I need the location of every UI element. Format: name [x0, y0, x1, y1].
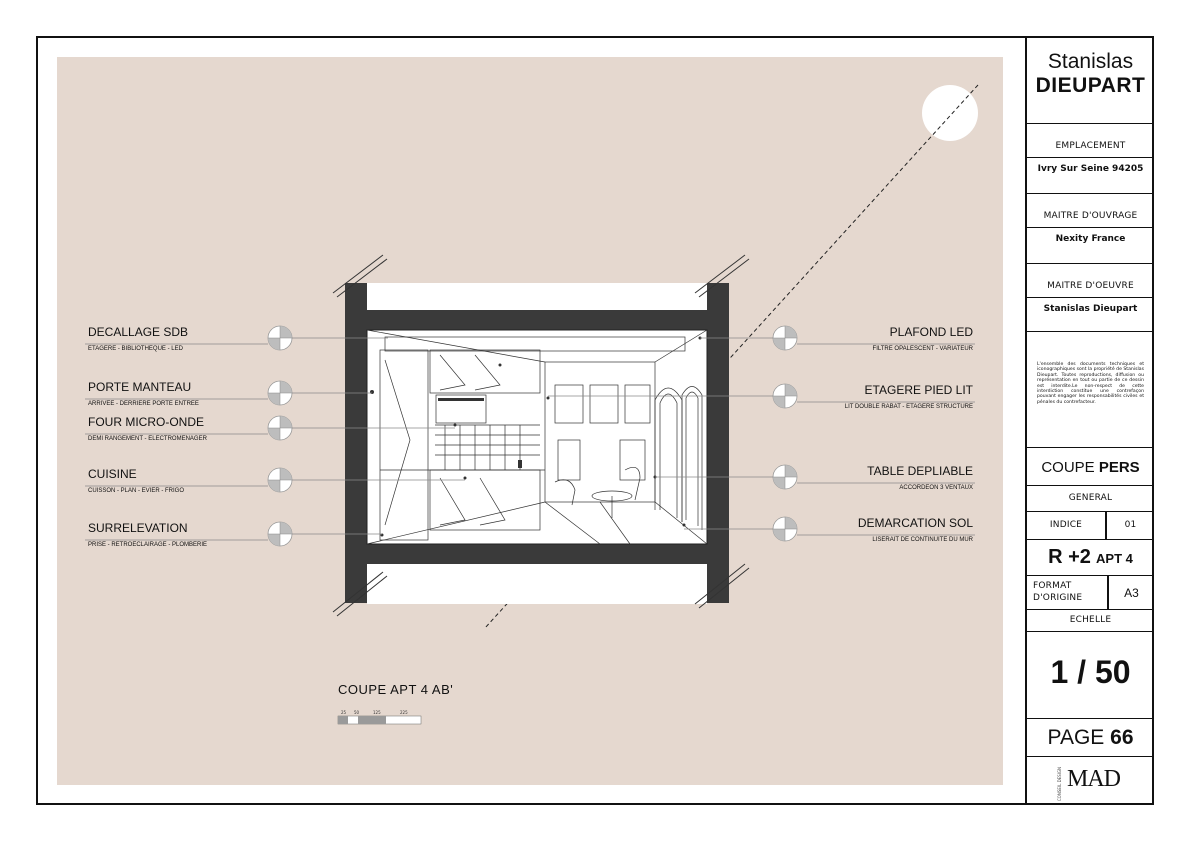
- phase-block: GENERAL: [1027, 486, 1154, 512]
- callout-left-title: DECALLAGE SDB: [88, 325, 189, 339]
- north-sun-marker: [922, 85, 978, 141]
- callout-left-title: PORTE MANTEAU: [88, 380, 192, 394]
- callout-right-title: DEMARCATION SOL: [857, 516, 973, 530]
- page-block: PAGE 66: [1027, 719, 1154, 757]
- sheet-type-bold: PERS: [1098, 459, 1140, 476]
- maitre-ouvrage-block: MAITRE D'OUVRAGE Nexity France: [1027, 194, 1154, 264]
- emplacement-label: EMPLACEMENT: [1055, 141, 1126, 151]
- callout-right-sub: ACCORDEON 3 VENTAUX: [899, 485, 973, 491]
- legal-notice: L'ensemble des documents techniques et i…: [1037, 362, 1144, 405]
- indice-label: INDICE: [1049, 520, 1083, 530]
- echelle-value: 1 / 50: [1050, 654, 1131, 690]
- architect-last-name: DIEUPART: [1035, 74, 1146, 97]
- level-small: APT 4: [1096, 551, 1133, 566]
- callout-markers: [267, 325, 798, 547]
- indice-block: INDICE 01: [1027, 512, 1154, 540]
- callout-right-title: TABLE DEPLIABLE: [867, 464, 973, 478]
- scale-tick-1: 25: [341, 710, 347, 715]
- echelle-label: ECHELLE: [1069, 615, 1112, 625]
- callout-left-sub: CUISSON - PLAN - EVIER - FRIGO: [88, 488, 185, 494]
- page-label: PAGE: [1047, 726, 1111, 749]
- level-block: R +2 APT 4: [1027, 540, 1154, 576]
- callout-left-sub: DEMI RANGEMENT - ELECTROMENAGER: [88, 436, 207, 442]
- maitre-oeuvre-block: MAITRE D'OEUVRE Stanislas Dieupart: [1027, 264, 1154, 332]
- callout-left-title: CUISINE: [88, 467, 137, 481]
- room-interior: [366, 329, 708, 545]
- scale-bar: 25 50 125 225: [337, 710, 422, 725]
- drawing-caption: COUPE APT 4 AB': [338, 682, 454, 697]
- sheet-type-normal: COUPE: [1041, 459, 1099, 476]
- scale-tick-2: 50: [354, 710, 360, 715]
- break-lines: [332, 254, 750, 617]
- logo-side-text: CONSEIL DESIGN: [1057, 767, 1062, 802]
- maitre-ouvrage-label: MAITRE D'OUVRAGE: [1043, 211, 1138, 221]
- format-value: A3: [1124, 586, 1139, 600]
- callout-left-sub: PRISE - RETROECLAIRAGE - PLOMBERIE: [88, 542, 208, 548]
- emplacement-value: Ivry Sur Seine 94205: [1037, 164, 1144, 174]
- logo-mark: MAD: [1067, 766, 1121, 792]
- legal-notice-block: L'ensemble des documents techniques et i…: [1027, 332, 1154, 448]
- architect-first-name: Stanislas: [1047, 50, 1134, 73]
- callout-right-sub: LISERAIT DE CONTINUITE DU MUR: [872, 537, 973, 543]
- callout-right-title: ETAGERE PIED LIT: [864, 383, 973, 397]
- wall-openings: [367, 283, 707, 604]
- sheet-frame: [36, 36, 1154, 805]
- page-number: 66: [1110, 726, 1134, 749]
- callout-left-sub: ETAGERE - BIBLIOTHEQUE - LED: [88, 346, 183, 352]
- level-big: R +2: [1048, 546, 1091, 568]
- format-block: FORMAT D'ORIGINE A3: [1027, 576, 1154, 610]
- callout-right-sub: LIT DOUBLE RABAT - ETAGERE STRUCTURE: [844, 404, 973, 410]
- walls: [345, 283, 729, 603]
- maitre-oeuvre-label: MAITRE D'OEUVRE: [1047, 281, 1134, 291]
- maitre-ouvrage-value: Nexity France: [1055, 234, 1126, 244]
- title-block: Stanislas DIEUPART EMPLACEMENT Ivry Sur …: [1025, 36, 1154, 805]
- echelle-value-block: 1 / 50: [1027, 632, 1154, 719]
- echelle-label-block: ECHELLE: [1027, 610, 1154, 632]
- format-label-1: FORMAT: [1033, 581, 1072, 591]
- callout-left-sub: ARRIVEE - DERRIERE PORTE ENTREE: [88, 401, 199, 407]
- callout-right-title: PLAFOND LED: [889, 325, 973, 339]
- scale-tick-3: 125: [373, 710, 381, 715]
- emplacement-block: EMPLACEMENT Ivry Sur Seine 94205: [1027, 124, 1154, 194]
- format-label-2: D'ORIGINE: [1033, 593, 1083, 603]
- architect-block: Stanislas DIEUPART: [1027, 36, 1154, 124]
- leader-lines: [85, 337, 975, 541]
- logo-block: CONSEIL DESIGN MAD: [1027, 757, 1154, 803]
- callout-left-title: FOUR MICRO-ONDE: [88, 415, 204, 429]
- callout-right-sub: FILTRE OPALESCENT - VARIATEUR: [872, 346, 973, 352]
- room-perspective: [366, 329, 708, 545]
- maitre-oeuvre-value: Stanislas Dieupart: [1043, 304, 1138, 314]
- sheet-type-block: COUPE PERS: [1027, 448, 1154, 486]
- scale-tick-4: 225: [400, 710, 408, 715]
- phase-value: GENERAL: [1068, 493, 1113, 503]
- callout-left-title: SURRELEVATION: [88, 521, 188, 535]
- indice-value: 01: [1124, 520, 1137, 530]
